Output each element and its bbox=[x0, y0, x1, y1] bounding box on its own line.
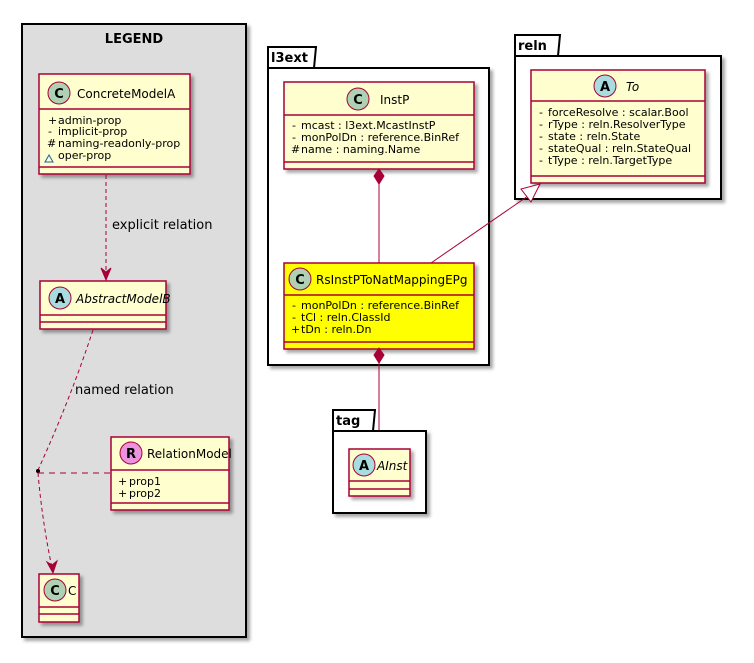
class-stereotype-icon: A bbox=[55, 292, 65, 307]
class-stereotype-icon: A bbox=[359, 459, 369, 474]
vis-private-icon: - bbox=[292, 299, 296, 312]
attribute-label: naming-readonly-prop bbox=[58, 137, 180, 150]
vis-public-icon: + bbox=[48, 114, 57, 127]
class-name: RsInstPToNatMappingEPg bbox=[316, 273, 468, 287]
class-name: To bbox=[626, 80, 639, 94]
class-to[interactable]: A To - forceResolve : scalar.Bool - rTyp… bbox=[530, 69, 706, 184]
class-stereotype-icon: C bbox=[50, 584, 60, 599]
vis-private-icon: - bbox=[48, 125, 52, 138]
class-instp[interactable]: C InstP - mcast : l3ext.McastInstP - mon… bbox=[283, 81, 475, 170]
attribute-label: monPolDn : reference.BinRef bbox=[301, 299, 460, 312]
attribute-label: prop1 bbox=[129, 475, 161, 488]
class-rsinstp-to-nat-mapping-epg[interactable]: C RsInstPToNatMappingEPg - monPolDn : re… bbox=[283, 262, 475, 350]
class-stereotype-icon: C bbox=[353, 93, 363, 108]
class-name: RelationModel bbox=[147, 447, 232, 461]
attribute-label: prop2 bbox=[129, 487, 161, 500]
named-relation-edge: named relation bbox=[36, 329, 174, 575]
vis-private-icon: - bbox=[539, 142, 543, 155]
attribute-label: stateQual : reln.StateQual bbox=[548, 142, 691, 155]
legend-title: LEGEND bbox=[105, 32, 164, 47]
class-concrete-model-a[interactable]: C ConcreteModelA + admin-prop - implicit… bbox=[38, 73, 191, 175]
composition-edge-instp bbox=[373, 168, 385, 263]
class-name: InstP bbox=[380, 93, 409, 107]
vis-protected-icon: # bbox=[47, 137, 56, 150]
attribute-label: oper-prop bbox=[58, 149, 111, 162]
attribute-label: tType : reln.TargetType bbox=[548, 154, 672, 167]
class-name: C bbox=[68, 584, 76, 598]
attribute-label: monPolDn : reference.BinRef bbox=[301, 131, 460, 144]
edge-label: named relation bbox=[75, 383, 174, 398]
explicit-relation-edge: explicit relation bbox=[100, 175, 212, 282]
class-ainst[interactable]: A AInst bbox=[348, 448, 411, 497]
vis-private-icon: - bbox=[539, 118, 543, 131]
attribute-label: forceResolve : scalar.Bool bbox=[548, 106, 689, 119]
vis-public-icon: + bbox=[118, 475, 127, 488]
class-relation-model[interactable]: R RelationModel + prop1 + prop2 bbox=[110, 436, 232, 511]
vis-private-icon: - bbox=[292, 119, 296, 132]
class-stereotype-icon: R bbox=[126, 447, 136, 462]
attribute-label: tCl : reln.ClassId bbox=[301, 311, 391, 324]
attribute-label: name : naming.Name bbox=[301, 143, 421, 156]
vis-private-icon: - bbox=[292, 131, 296, 144]
class-stereotype-icon: A bbox=[600, 80, 610, 95]
package-label: tag bbox=[336, 414, 360, 429]
attribute-label: implicit-prop bbox=[58, 125, 127, 138]
vis-private-icon: - bbox=[292, 311, 296, 324]
attribute-label: tDn : reln.Dn bbox=[301, 323, 371, 336]
vis-private-icon: - bbox=[539, 106, 543, 119]
attribute-label: mcast : l3ext.McastInstP bbox=[301, 119, 436, 132]
generalization-edge bbox=[430, 183, 541, 264]
package-label: l3ext bbox=[271, 51, 308, 66]
vis-private-icon: - bbox=[539, 154, 543, 167]
class-stereotype-icon: C bbox=[54, 87, 64, 102]
vis-protected-icon: # bbox=[291, 143, 300, 156]
vis-private-icon: - bbox=[539, 130, 543, 143]
attribute-label: rType : reln.ResolverType bbox=[548, 118, 686, 131]
vis-package-icon bbox=[44, 153, 54, 163]
package-label: reln bbox=[518, 39, 547, 54]
attribute-label: state : reln.State bbox=[548, 130, 640, 143]
vis-public-icon: + bbox=[291, 323, 300, 336]
vis-public-icon: + bbox=[118, 487, 127, 500]
class-stereotype-icon: C bbox=[295, 273, 305, 288]
class-name: AbstractModelB bbox=[75, 292, 171, 306]
class-c[interactable]: C C bbox=[38, 573, 80, 623]
class-abstract-model-b[interactable]: A AbstractModelB bbox=[39, 280, 171, 330]
class-name: ConcreteModelA bbox=[77, 87, 176, 101]
class-name: AInst bbox=[376, 459, 409, 473]
edge-label: explicit relation bbox=[112, 218, 212, 233]
attribute-label: admin-prop bbox=[58, 114, 121, 127]
